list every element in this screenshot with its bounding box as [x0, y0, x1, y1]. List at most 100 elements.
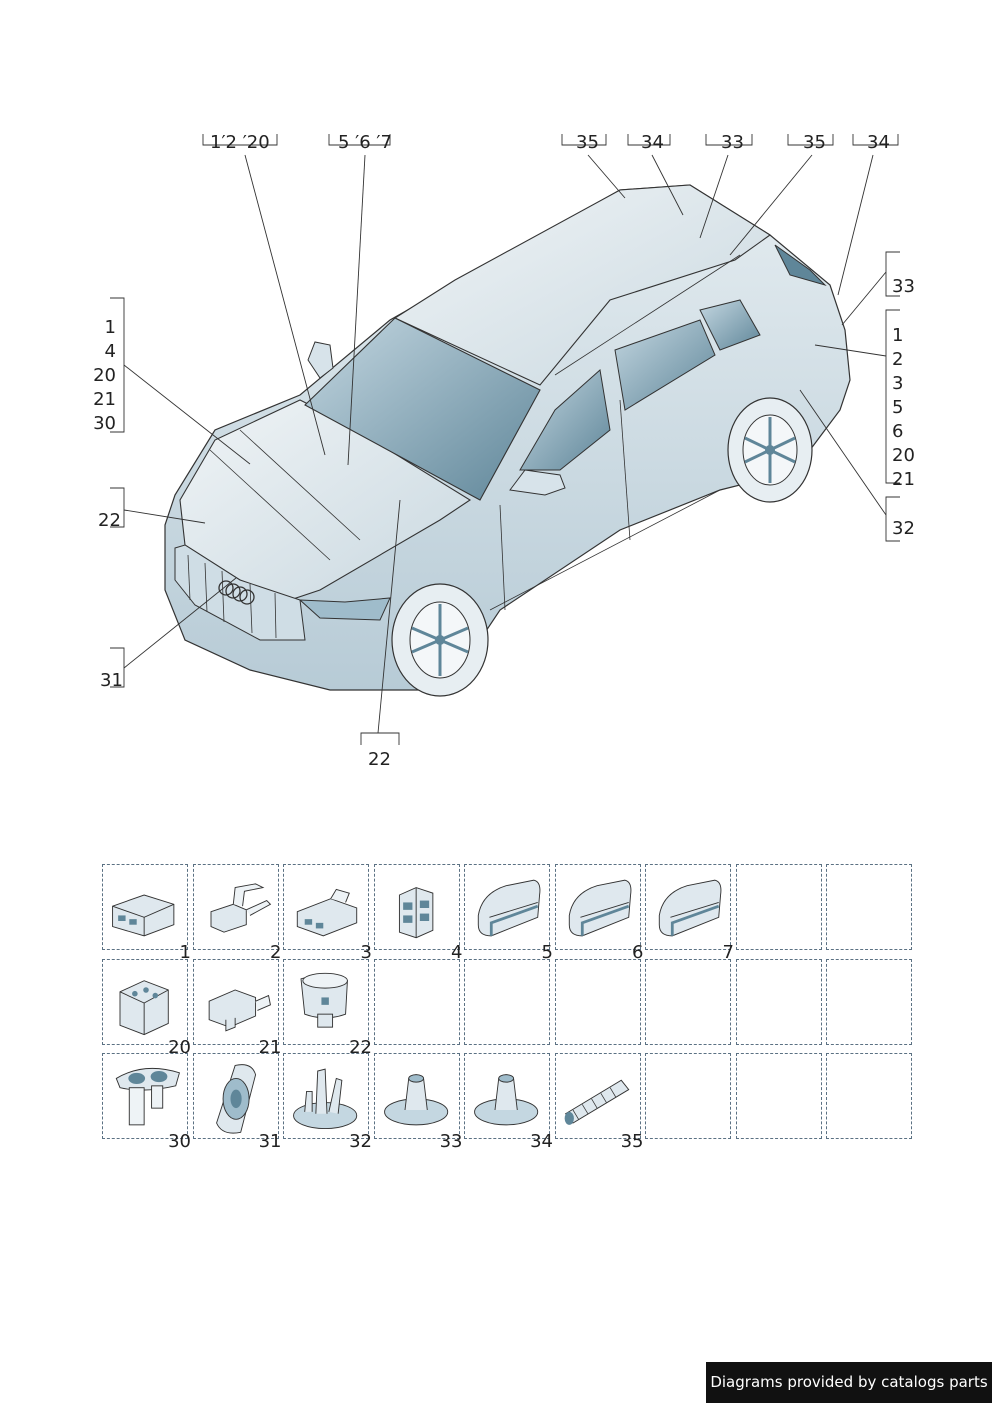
- callout-left-31: 31: [100, 670, 123, 691]
- part-cell-empty: [373, 958, 460, 1045]
- part-cell-empty: [464, 958, 550, 1045]
- part-cell-6[interactable]: 6: [554, 864, 644, 963]
- callout-rear-item: 21: [892, 469, 915, 490]
- part-cell-empty: [735, 958, 822, 1045]
- part-cell-7[interactable]: 7: [645, 864, 734, 963]
- corrugated-tube-icon: [564, 1079, 629, 1125]
- grommet-icon: [474, 1074, 539, 1126]
- part-cell-empty: [735, 1053, 822, 1139]
- side-mirror-left: [307, 341, 334, 379]
- callout-rear-item: 2: [892, 349, 904, 370]
- part-number: 3: [360, 942, 372, 963]
- part-number: 21: [258, 1036, 282, 1058]
- round-connector-icon: [300, 972, 348, 1028]
- callout-group-front: 1 4 20 21 30: [80, 316, 116, 436]
- callout-top-5-6-7: 5 ′6 ′7: [338, 132, 392, 153]
- rear-wheel: [727, 397, 813, 503]
- callout-front-item: 30: [93, 413, 116, 434]
- part-cell-empty: [826, 864, 912, 950]
- part-number: 22: [349, 1036, 372, 1058]
- part-cell-31[interactable]: 31: [192, 1053, 282, 1152]
- part-number: 33: [439, 1131, 463, 1152]
- lamp-socket-icon: [115, 1067, 180, 1126]
- callout-rear-item: 3: [892, 373, 904, 394]
- headlight: [298, 597, 391, 621]
- callout-rear-item: 5: [892, 397, 904, 418]
- plug-housing-icon: [296, 888, 358, 937]
- part-cell-21[interactable]: 21: [192, 958, 282, 1058]
- protective-cap-icon: [568, 879, 631, 937]
- callout-front-item: 4: [104, 341, 116, 362]
- callout-front-item: 20: [93, 365, 116, 386]
- part-number: 34: [530, 1131, 553, 1152]
- callout-bottom-22: 22: [368, 749, 391, 770]
- part-cell-empty: [826, 1053, 912, 1139]
- callout-rear-item: 1: [892, 325, 904, 346]
- vehicle-illustration: [110, 134, 900, 745]
- car-roof: [393, 184, 771, 386]
- connector-housing-icon: [112, 894, 175, 937]
- callout-top-35b: 35: [803, 132, 826, 153]
- part-number: 6: [632, 942, 644, 963]
- angled-connector-icon: [208, 989, 271, 1032]
- leader-lines: [110, 134, 900, 745]
- part-cell-33[interactable]: 33: [373, 1053, 463, 1152]
- brand-rings: [218, 580, 255, 605]
- callout-rear-item: 6: [892, 421, 904, 442]
- callout-group-rear: 1 2 3 5 6 20 21: [892, 324, 932, 492]
- part-number: 32: [349, 1131, 372, 1152]
- part-cell-20[interactable]: 20: [102, 958, 191, 1058]
- callout-rear-item: 20: [892, 445, 915, 466]
- windshield: [304, 317, 541, 501]
- part-cell-empty: [735, 864, 822, 950]
- grommet-icon: [383, 1074, 448, 1126]
- part-number: 2: [270, 942, 282, 963]
- callout-front-item: 1: [104, 317, 116, 338]
- part-cell-2[interactable]: 2: [192, 864, 282, 963]
- part-cell-30[interactable]: 30: [102, 1053, 191, 1152]
- side-mirror: [509, 469, 566, 496]
- callout-right-33: 33: [892, 276, 915, 297]
- rear-window: [774, 244, 827, 287]
- part-cell-34[interactable]: 34: [464, 1053, 553, 1152]
- part-cell-22[interactable]: 22: [283, 958, 372, 1058]
- part-cell-empty: [554, 958, 641, 1045]
- side-window-quarter: [699, 299, 761, 351]
- cable-grommet-icon: [293, 1068, 358, 1130]
- callout-left-22: 22: [98, 510, 121, 531]
- side-window-front: [519, 369, 611, 471]
- part-cell-empty: [826, 958, 912, 1045]
- multi-pin-connector-icon: [398, 887, 433, 939]
- speaker-icon: [215, 1064, 256, 1134]
- part-number: 31: [258, 1131, 282, 1152]
- part-number: 20: [168, 1036, 191, 1058]
- part-number: 4: [451, 942, 463, 963]
- relay-socket-icon: [119, 979, 169, 1035]
- part-number: 30: [168, 1131, 191, 1152]
- part-cell-32[interactable]: 32: [283, 1053, 372, 1152]
- part-cell-4[interactable]: 4: [373, 864, 463, 963]
- protective-cap-icon: [658, 879, 722, 937]
- credit-banner: Diagrams provided by catalogs parts: [706, 1362, 992, 1403]
- callout-top-33: 33: [721, 132, 744, 153]
- part-number: 1: [179, 942, 191, 963]
- part-cell-5[interactable]: 5: [464, 864, 553, 963]
- callout-front-item: 21: [93, 389, 116, 410]
- part-cell-empty: [645, 1053, 731, 1139]
- callout-right-32: 32: [892, 518, 915, 539]
- callout-top-34b: 34: [867, 132, 890, 153]
- part-cell-1[interactable]: 1: [102, 864, 191, 963]
- callout-top-34: 34: [641, 132, 664, 153]
- part-cell-empty: [645, 958, 731, 1045]
- part-cell-3[interactable]: 3: [283, 864, 372, 963]
- part-number: 5: [541, 942, 553, 963]
- part-cell-35[interactable]: 35: [554, 1053, 644, 1152]
- flat-connector-icon: [210, 883, 271, 933]
- part-number: 35: [620, 1131, 644, 1152]
- side-window-rear: [614, 319, 716, 411]
- front-wheel: [391, 583, 489, 697]
- part-number: 7: [722, 942, 734, 963]
- callout-top-1-2-20: 1′2 ′20: [210, 132, 270, 153]
- protective-cap-icon: [477, 879, 541, 937]
